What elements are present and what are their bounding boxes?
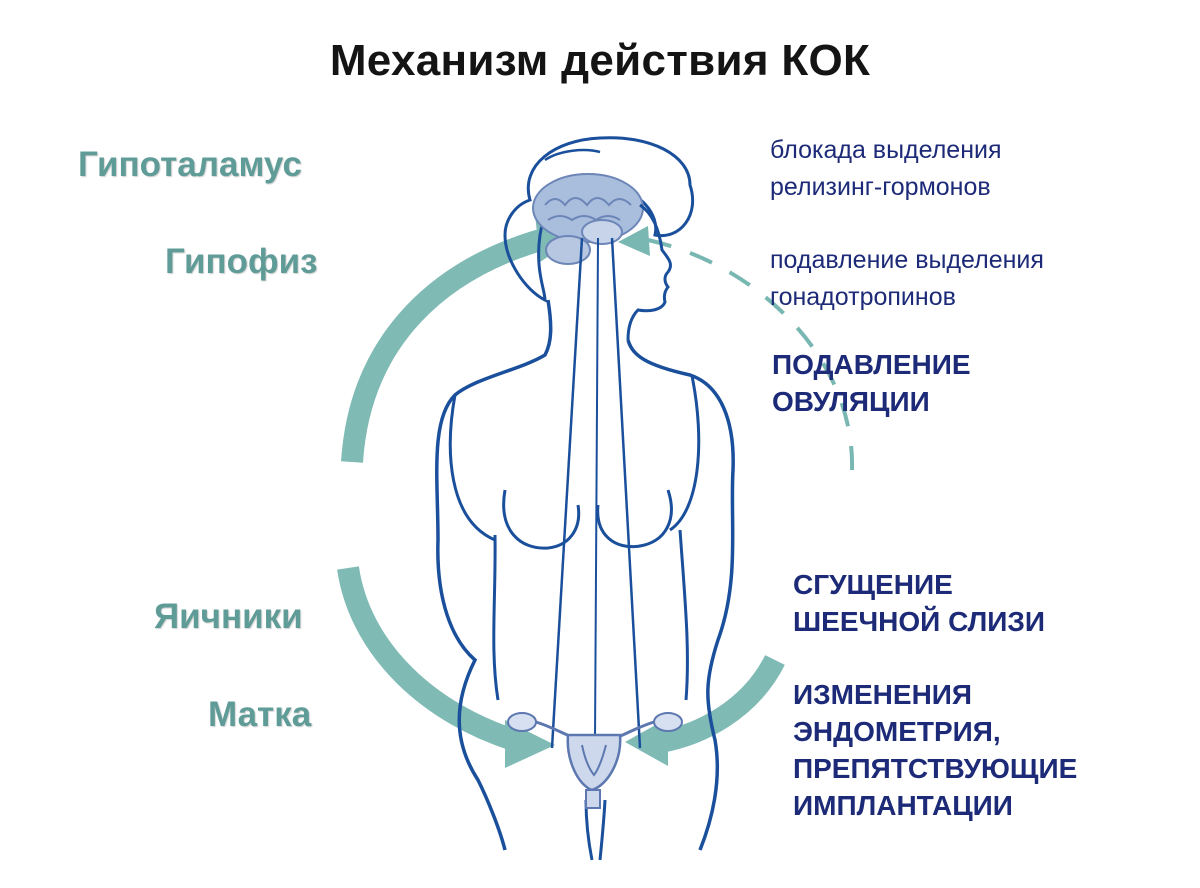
effect-line: релизинг-гормонов: [770, 173, 991, 201]
brain-icon: [532, 173, 644, 265]
body-outline-left: [435, 299, 553, 851]
breast-right: [596, 489, 673, 549]
lower-left-arrow: [337, 566, 524, 753]
face-profile: [626, 203, 672, 341]
effect-line: подавление выделения: [770, 246, 1044, 274]
effect-gonadotropin-suppression: подавление выделения гонадотропинов: [770, 242, 1044, 316]
effect-endometrium: ИЗМЕНЕНИЯ ЭНДОМЕТРИЯ, ПРЕПЯТСТВУЮЩИЕ ИМП…: [793, 676, 1077, 824]
signal-line-left: [550, 237, 584, 749]
uterus-icon: [507, 712, 683, 809]
effect-line: ПРЕПЯТСТВУЮЩИЕ: [793, 753, 1078, 784]
label-uterus: Матка: [208, 695, 312, 734]
label-hypothalamus: Гипоталамус: [78, 145, 302, 184]
effect-line: ШЕЕЧНОЙ СЛИЗИ: [793, 606, 1046, 637]
effect-line: блокада выделения: [770, 136, 1002, 164]
breast-left: [502, 489, 581, 550]
left-feedback-arrow: [341, 225, 558, 463]
effect-line: СГУЩЕНИЕ: [793, 569, 953, 600]
effect-line: гонадотропинов: [770, 283, 956, 311]
effect-line: ИЗМЕНЕНИЯ: [793, 679, 973, 710]
label-pituitary: Гипофиз: [165, 242, 318, 281]
lower-right-arrow: [657, 654, 785, 753]
label-ovaries: Яичники: [154, 597, 303, 636]
effect-line: ПОДАВЛЕНИЕ: [772, 349, 971, 380]
lower-right-arrow-head: [625, 718, 668, 766]
effect-releasing-block: блокада выделения релизинг-гормонов: [770, 132, 1002, 206]
effect-line: ЭНДОМЕТРИЯ,: [793, 716, 1001, 747]
effect-line: ИМПЛАНТАЦИИ: [793, 790, 1013, 821]
effect-line: ОВУЛЯЦИИ: [772, 386, 930, 417]
page-title: Механизм действия КОК: [329, 36, 871, 85]
dashed-arrow: [647, 238, 855, 471]
signal-line-right: [610, 237, 642, 749]
dashed-arrow-head: [618, 226, 650, 256]
signal-line-center: [594, 237, 599, 741]
effect-cervical-mucus: СГУЩЕНИЕ ШЕЕЧНОЙ СЛИЗИ: [793, 566, 1045, 640]
body-outline-right: [626, 339, 735, 851]
effect-ovulation-suppression: ПОДАВЛЕНИЕ ОВУЛЯЦИИ: [772, 346, 971, 420]
lower-left-arrow-head: [505, 720, 555, 768]
